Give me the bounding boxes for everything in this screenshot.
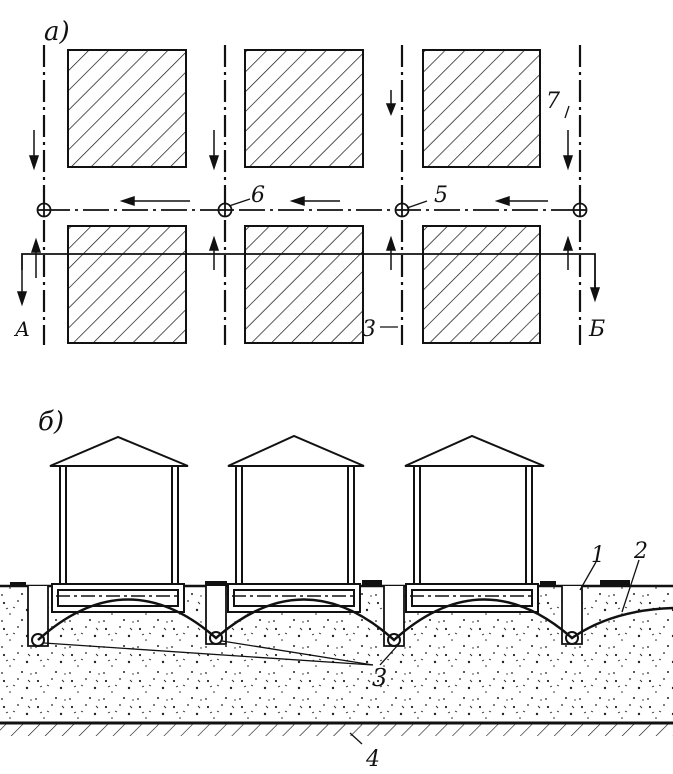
arrow-up-icon — [562, 235, 574, 270]
house — [49, 435, 189, 586]
well-icon — [36, 202, 52, 218]
building-plan — [244, 49, 364, 168]
panel-b-section: б) — [0, 407, 673, 772]
arrow-down-icon — [28, 130, 40, 171]
callout-6: 6 — [251, 183, 265, 208]
leader-lines — [228, 105, 570, 328]
arrow-down-icon — [208, 130, 220, 171]
arrow-left-icon — [119, 195, 190, 207]
basements — [51, 583, 539, 613]
panel-a-plan: а) — [13, 17, 605, 345]
flow-arrows — [16, 90, 601, 307]
leader-lines-b — [43, 559, 640, 745]
arrow-left-icon — [494, 195, 548, 207]
wells — [36, 202, 588, 218]
well-icon — [572, 202, 588, 218]
arrow-up-icon — [385, 235, 397, 270]
arrow-left-icon — [289, 195, 340, 207]
panel-b-label: б) — [38, 407, 64, 437]
vertical-drains — [42, 45, 582, 345]
callout-a: А — [13, 317, 30, 341]
arrow-down-icon — [589, 280, 601, 303]
building-plan — [422, 225, 541, 344]
callout-3-section: 3 — [372, 664, 387, 692]
house — [404, 434, 545, 586]
arrow-up-icon — [30, 237, 42, 278]
callout-2: 2 — [633, 539, 648, 564]
well-icon — [217, 202, 233, 218]
houses — [49, 434, 545, 586]
surface-rubble — [10, 580, 630, 587]
arrow-down-icon — [16, 270, 28, 307]
impermeable-hatch — [0, 724, 673, 736]
building-plan — [67, 225, 187, 344]
house — [227, 434, 365, 586]
building-blocks — [67, 49, 541, 344]
panel-a-label: а) — [44, 17, 70, 47]
arrow-down-icon — [562, 130, 574, 171]
callout-1: 1 — [591, 543, 605, 568]
arrow-down-icon — [385, 90, 397, 117]
soil-body — [0, 586, 673, 723]
building-plan — [244, 225, 364, 344]
main-line — [21, 253, 596, 290]
callout-5: 5 — [434, 183, 448, 208]
building-plan — [67, 49, 187, 168]
well-icon — [394, 202, 410, 218]
callout-3: 3 — [362, 317, 376, 342]
callout-4: 4 — [365, 747, 380, 772]
groundwater-curve — [37, 598, 673, 642]
arrow-up-icon — [208, 235, 220, 270]
callout-b: Б — [588, 317, 605, 342]
building-plan — [422, 49, 541, 168]
callout-7: 7 — [546, 89, 560, 114]
